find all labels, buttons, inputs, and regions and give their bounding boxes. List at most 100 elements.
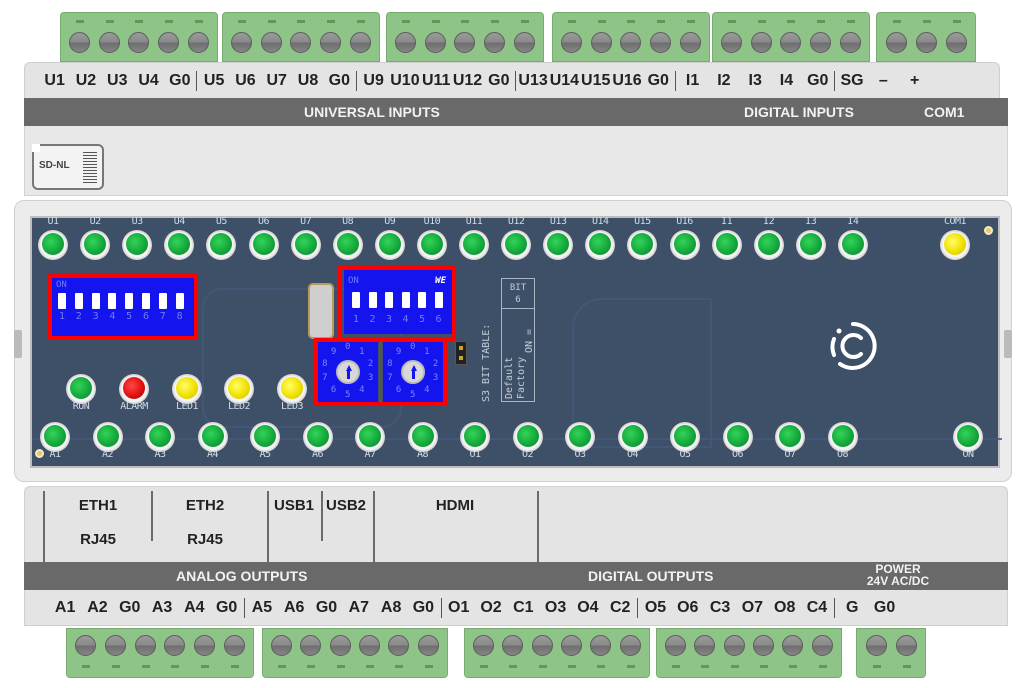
terminal-screw[interactable] (780, 20, 802, 53)
port-hdmi[interactable]: HDMI (435, 497, 475, 514)
terminal-screw[interactable] (349, 20, 371, 53)
led-u1 (38, 230, 68, 260)
dip-switch-lever[interactable] (125, 293, 134, 309)
terminal-screw[interactable] (619, 635, 641, 668)
terminal-screw[interactable] (561, 635, 583, 668)
terminal-screw[interactable] (945, 20, 967, 53)
terminal-screw[interactable] (223, 635, 245, 668)
terminal-block-u1-u4[interactable] (60, 12, 218, 62)
port-usb2[interactable]: USB2 (325, 497, 366, 514)
terminal-block-o1-o4[interactable] (464, 628, 650, 678)
terminal-screw[interactable] (620, 20, 642, 53)
dip-switch-lever[interactable] (385, 292, 393, 308)
terminal-screw[interactable] (723, 635, 745, 668)
terminal-screw[interactable] (424, 20, 446, 53)
dip-switch-lever[interactable] (108, 293, 117, 309)
bit-table-header-2: 6 (515, 295, 521, 305)
port-eth2[interactable]: ETH2 (185, 497, 225, 514)
terminal-screw[interactable] (69, 20, 91, 53)
terminal-screw[interactable] (513, 20, 535, 53)
terminal-screw[interactable] (502, 635, 524, 668)
port-usb1[interactable]: USB1 (273, 497, 314, 514)
terminal-screw[interactable] (473, 635, 495, 668)
led-bulb-icon (831, 425, 854, 447)
terminal-screw[interactable] (128, 20, 150, 53)
terminal-screw[interactable] (679, 20, 701, 53)
terminal-screw[interactable] (395, 20, 417, 53)
terminal-screw[interactable] (158, 20, 180, 53)
terminal-screw[interactable] (75, 635, 97, 668)
terminal-screw[interactable] (231, 20, 253, 53)
terminal-screw[interactable] (650, 20, 672, 53)
sd-card-icon[interactable]: SD-NL (32, 144, 104, 190)
terminal-block-o5-o8[interactable] (656, 628, 842, 678)
bottom-section-bar: ANALOG OUTPUTS DIGITAL OUTPUTS (24, 562, 1008, 590)
dip-switch-lever[interactable] (175, 293, 184, 309)
terminal-screw[interactable] (98, 20, 120, 53)
terminal-screw[interactable] (290, 20, 312, 53)
terminal-screw[interactable] (665, 635, 687, 668)
terminal-block-u13-u16[interactable] (552, 12, 710, 62)
terminal-screw[interactable] (811, 635, 833, 668)
terminal-screw[interactable] (782, 635, 804, 668)
dip-switch-lever[interactable] (401, 292, 410, 308)
terminal-screw[interactable] (590, 20, 612, 53)
terminal-screw[interactable] (329, 635, 351, 668)
dip-switch-lever[interactable] (418, 292, 426, 308)
terminal-screw[interactable] (193, 635, 215, 668)
terminal-block-com1[interactable] (876, 12, 976, 62)
terminal-screw[interactable] (590, 635, 612, 668)
terminal-screw[interactable] (721, 20, 743, 53)
pin-label: U2 (75, 71, 97, 89)
port-eth1[interactable]: ETH1 (78, 497, 118, 514)
terminal-screw[interactable] (104, 635, 126, 668)
terminal-screw[interactable] (694, 635, 716, 668)
dip-switch-lever[interactable] (158, 293, 167, 309)
terminal-screw[interactable] (271, 635, 293, 668)
led-bulb-icon (715, 233, 738, 255)
terminal-block-a1-a4[interactable] (66, 628, 254, 678)
terminal-screw[interactable] (885, 20, 907, 53)
terminal-screw[interactable] (320, 20, 342, 53)
terminal-block-digital-inputs[interactable] (712, 12, 870, 62)
dip-switch-lever[interactable] (368, 292, 377, 308)
terminal-screw[interactable] (388, 635, 410, 668)
terminal-screw[interactable] (810, 20, 832, 53)
terminal-screw[interactable] (260, 20, 282, 53)
dip-switch-lever[interactable] (74, 293, 83, 309)
terminal-screw[interactable] (839, 20, 861, 53)
pin-label: U4 (138, 71, 159, 89)
terminal-screw[interactable] (484, 20, 506, 53)
terminal-screw[interactable] (454, 20, 476, 53)
dip-switch-lever[interactable] (352, 292, 360, 308)
terminal-screw[interactable] (417, 635, 439, 668)
terminal-block-a5-a8[interactable] (262, 628, 448, 678)
sd-card-area (24, 126, 1008, 196)
terminal-screw[interactable] (134, 635, 156, 668)
terminal-block-u5-u8[interactable] (222, 12, 380, 62)
dip-switch-lever[interactable] (142, 293, 150, 309)
reset-button[interactable] (308, 283, 334, 339)
terminal-screw[interactable] (915, 20, 937, 53)
terminal-screw[interactable] (164, 635, 186, 668)
dip-switch-lever[interactable] (91, 293, 100, 309)
led-label: ON (962, 449, 974, 460)
terminal-block-power[interactable] (856, 628, 926, 678)
terminal-screw[interactable] (895, 635, 917, 668)
terminal-screw[interactable] (865, 635, 887, 668)
terminal-screw[interactable] (750, 20, 772, 53)
dip-switch-lever[interactable] (434, 292, 443, 308)
terminal-screw[interactable] (561, 20, 583, 53)
terminal-screw[interactable] (753, 635, 775, 668)
terminal-screw[interactable] (187, 20, 209, 53)
terminal-screw[interactable] (300, 635, 322, 668)
led-a1 (40, 422, 70, 452)
terminal-screw[interactable] (359, 635, 381, 668)
terminal-screw[interactable] (531, 635, 553, 668)
terminal-block-u9-u12[interactable] (386, 12, 544, 62)
dip-switch-lever[interactable] (58, 293, 66, 309)
